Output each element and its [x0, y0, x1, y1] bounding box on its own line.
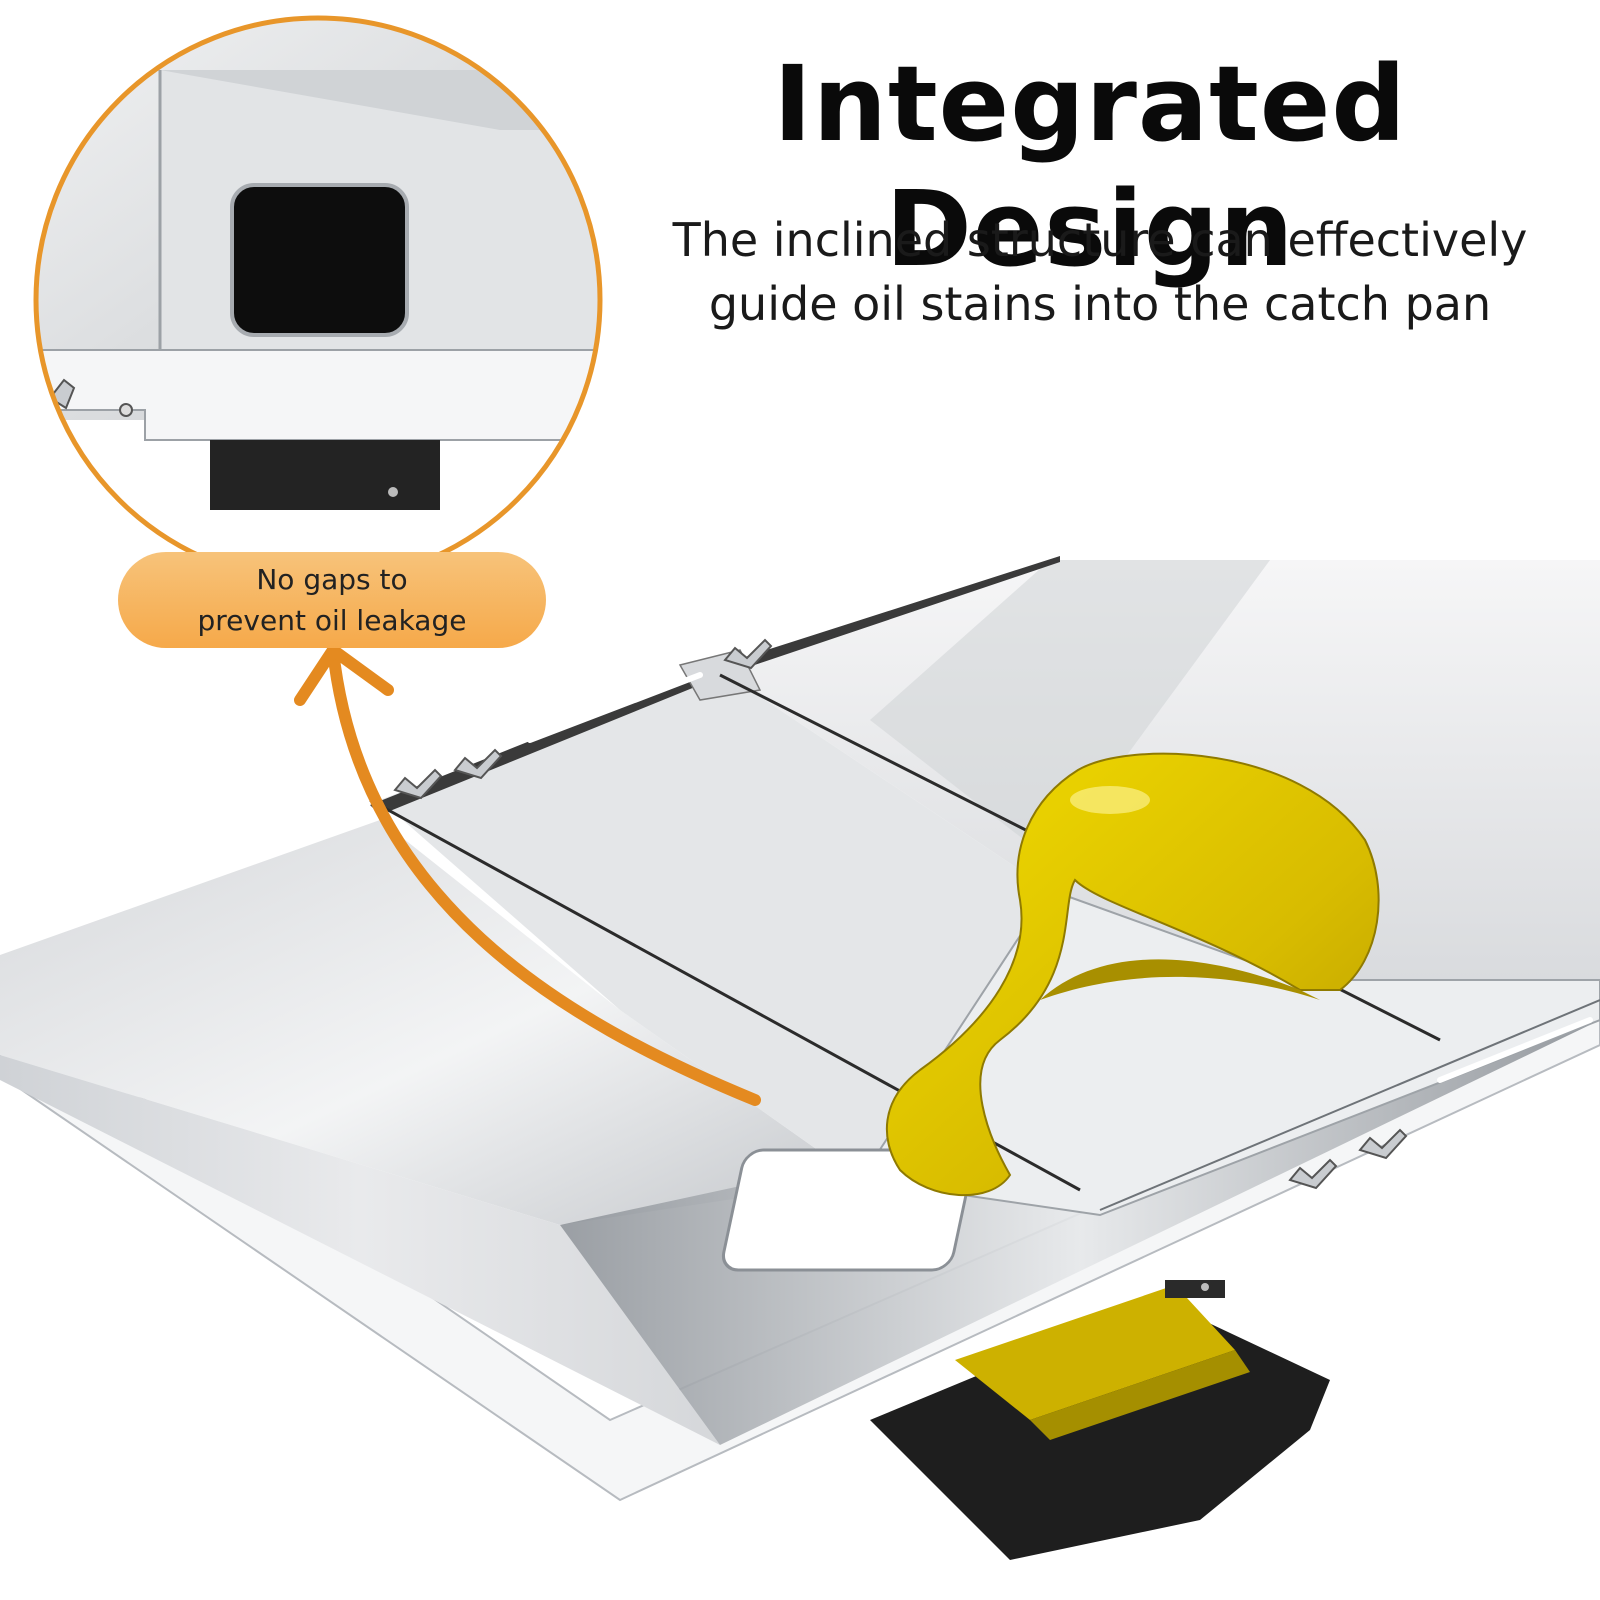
page-title: Integrated Design	[773, 43, 1407, 290]
oil-spill	[885, 752, 1380, 1196]
callout-line-1: No gaps to	[256, 563, 408, 596]
callout-badge: No gaps to prevent oil leakage	[118, 552, 546, 648]
subtitle: The inclined structure can effectively g…	[620, 208, 1580, 336]
callout-line-2: prevent oil leakage	[197, 604, 467, 637]
catch-pan	[870, 1280, 1330, 1560]
wing-nut-icon	[393, 638, 1408, 1190]
curved-arrow-icon	[294, 644, 761, 1106]
subtitle-line-1: The inclined structure can effectively	[672, 213, 1528, 267]
subtitle-line-2: guide oil stains into the catch pan	[708, 277, 1492, 331]
drip-tray	[0, 556, 1600, 1502]
magnifier-circle-icon	[33, 15, 603, 585]
